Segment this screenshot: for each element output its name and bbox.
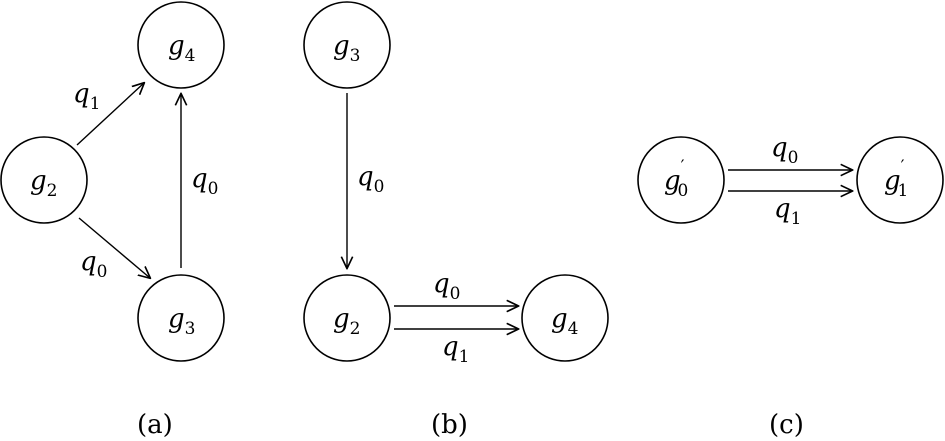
node-g4: [137, 1, 225, 89]
edge-label-q0-lower: q0: [80, 247, 107, 282]
node-label-g3: g3: [168, 304, 195, 339]
edge-label-q0-vertical: q0: [357, 162, 384, 197]
edge-label-q1-bottom: q1: [774, 194, 801, 229]
node-g1-prime: [856, 136, 944, 224]
panel-b: g3 g2 g4 q0 q0 q1 (b): [303, 1, 609, 440]
panel-a: g4 g2 g3 q1 q0 q0 (a): [0, 1, 225, 440]
node-label-g2: g2: [333, 304, 360, 339]
edge-label-q1: q1: [73, 79, 100, 114]
caption-b: (b): [431, 410, 468, 440]
edge-label-q1-bottom: q1: [442, 332, 469, 367]
edge-label-q0-vertical: q0: [191, 164, 218, 199]
node-g3: [137, 274, 225, 362]
edge-label-q0-top: q0: [771, 133, 798, 168]
node-label-g3: g3: [333, 31, 360, 66]
node-g2: [0, 136, 88, 224]
node-g0-prime: [637, 136, 725, 224]
node-label-g4: g4: [551, 304, 578, 339]
node-g3: [303, 1, 391, 89]
node-label-g0-prime: g′0: [664, 157, 688, 201]
caption-a: (a): [137, 410, 173, 440]
edge-g2-to-g3: [78, 217, 150, 278]
panel-c: g′0 g′1 q0 q1 (c): [637, 133, 944, 440]
node-g2: [303, 274, 391, 362]
node-g4: [521, 274, 609, 362]
node-label-g4: g4: [168, 31, 195, 66]
edge-label-q0-top: q0: [433, 269, 460, 304]
edge-g2-to-g4: [76, 83, 144, 146]
node-label-g2: g2: [30, 166, 57, 201]
caption-c: (c): [769, 410, 804, 440]
node-label-g1-prime: g′1: [884, 157, 908, 201]
